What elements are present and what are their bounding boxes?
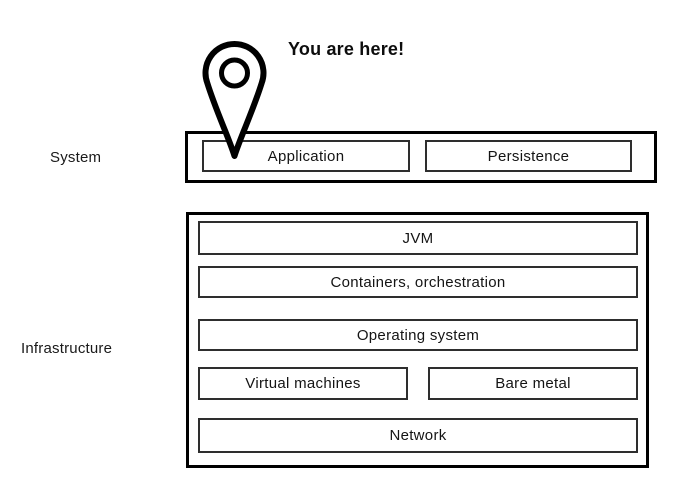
location-pin-icon xyxy=(202,41,267,159)
persistence-box: Persistence xyxy=(425,140,632,172)
jvm-box: JVM xyxy=(198,221,638,255)
infrastructure-group-box: JVM Containers, orchestration Operating … xyxy=(186,212,649,468)
bare-metal-box: Bare metal xyxy=(428,367,638,400)
you-are-here-label: You are here! xyxy=(288,39,405,59)
infrastructure-section-label: Infrastructure xyxy=(21,340,113,357)
operating-system-box: Operating system xyxy=(198,319,638,351)
system-group-box: Application Persistence xyxy=(185,131,657,183)
containers-orchestration-box: Containers, orchestration xyxy=(198,266,638,298)
virtual-machines-box: Virtual machines xyxy=(198,367,408,400)
network-box: Network xyxy=(198,418,638,453)
system-section-label: System xyxy=(50,149,102,166)
